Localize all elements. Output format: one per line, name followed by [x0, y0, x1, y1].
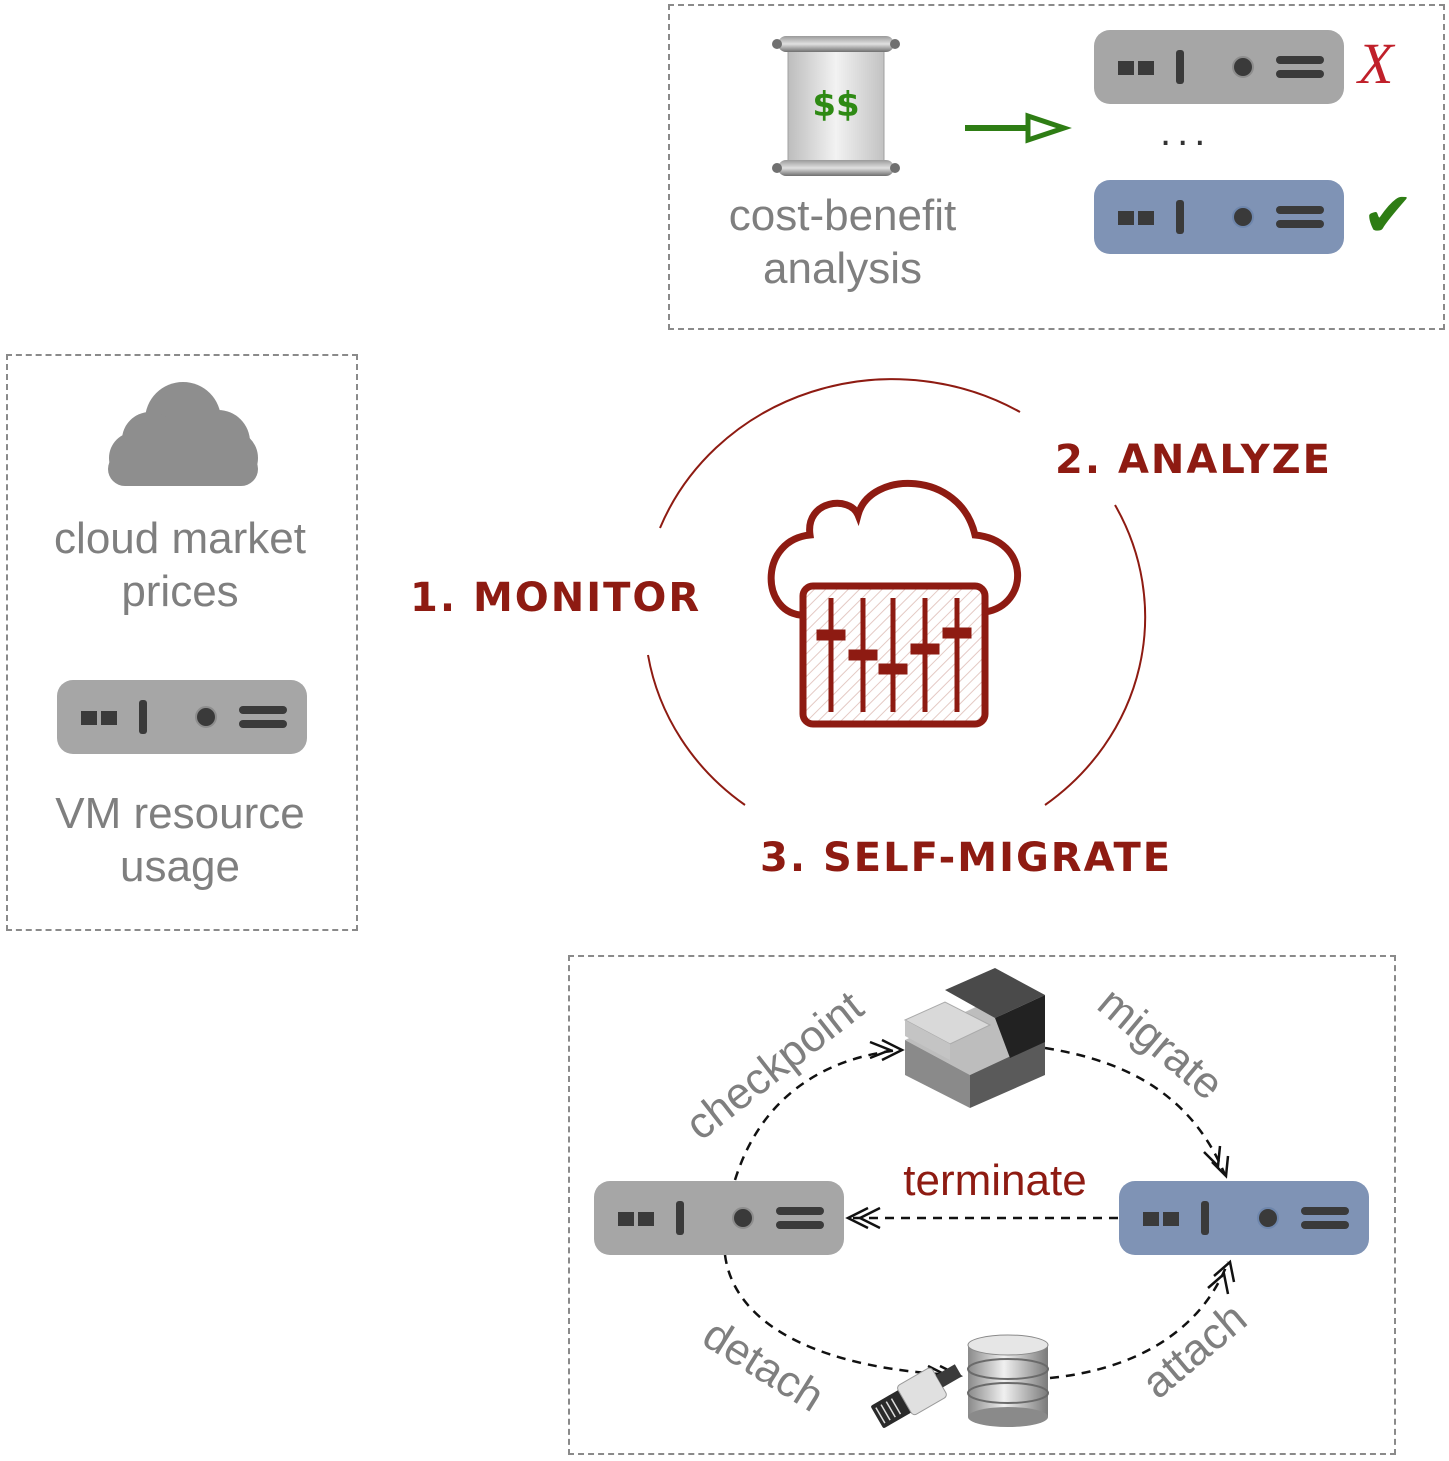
market-prices-label: cloud market prices [54, 514, 306, 616]
resource-usage-label: VM resource usage [55, 789, 305, 891]
accept-mark: ✔ [1362, 178, 1414, 251]
analysis-box [668, 4, 1445, 330]
reject-mark: X [1358, 31, 1394, 96]
candidate-vm-accepted [1094, 180, 1344, 254]
terminate-label: terminate [903, 1156, 1087, 1205]
step-monitor: 1. MONITOR [410, 575, 702, 621]
money-symbol: $$ [812, 85, 860, 125]
source-vm [594, 1181, 844, 1255]
cost-benefit-label: cost-benefit analysis [728, 191, 957, 293]
target-vm [1119, 1181, 1369, 1255]
migration-box [568, 955, 1396, 1455]
monitor-inputs-box [6, 354, 358, 931]
candidate-vm-rejected [1094, 30, 1344, 104]
step-analyze: 2. ANALYZE [1055, 437, 1332, 483]
ellipsis: ... [1160, 110, 1212, 154]
vm-server-icon [57, 680, 307, 754]
step-self-migrate: 3. SELF-MIGRATE [760, 835, 1173, 881]
